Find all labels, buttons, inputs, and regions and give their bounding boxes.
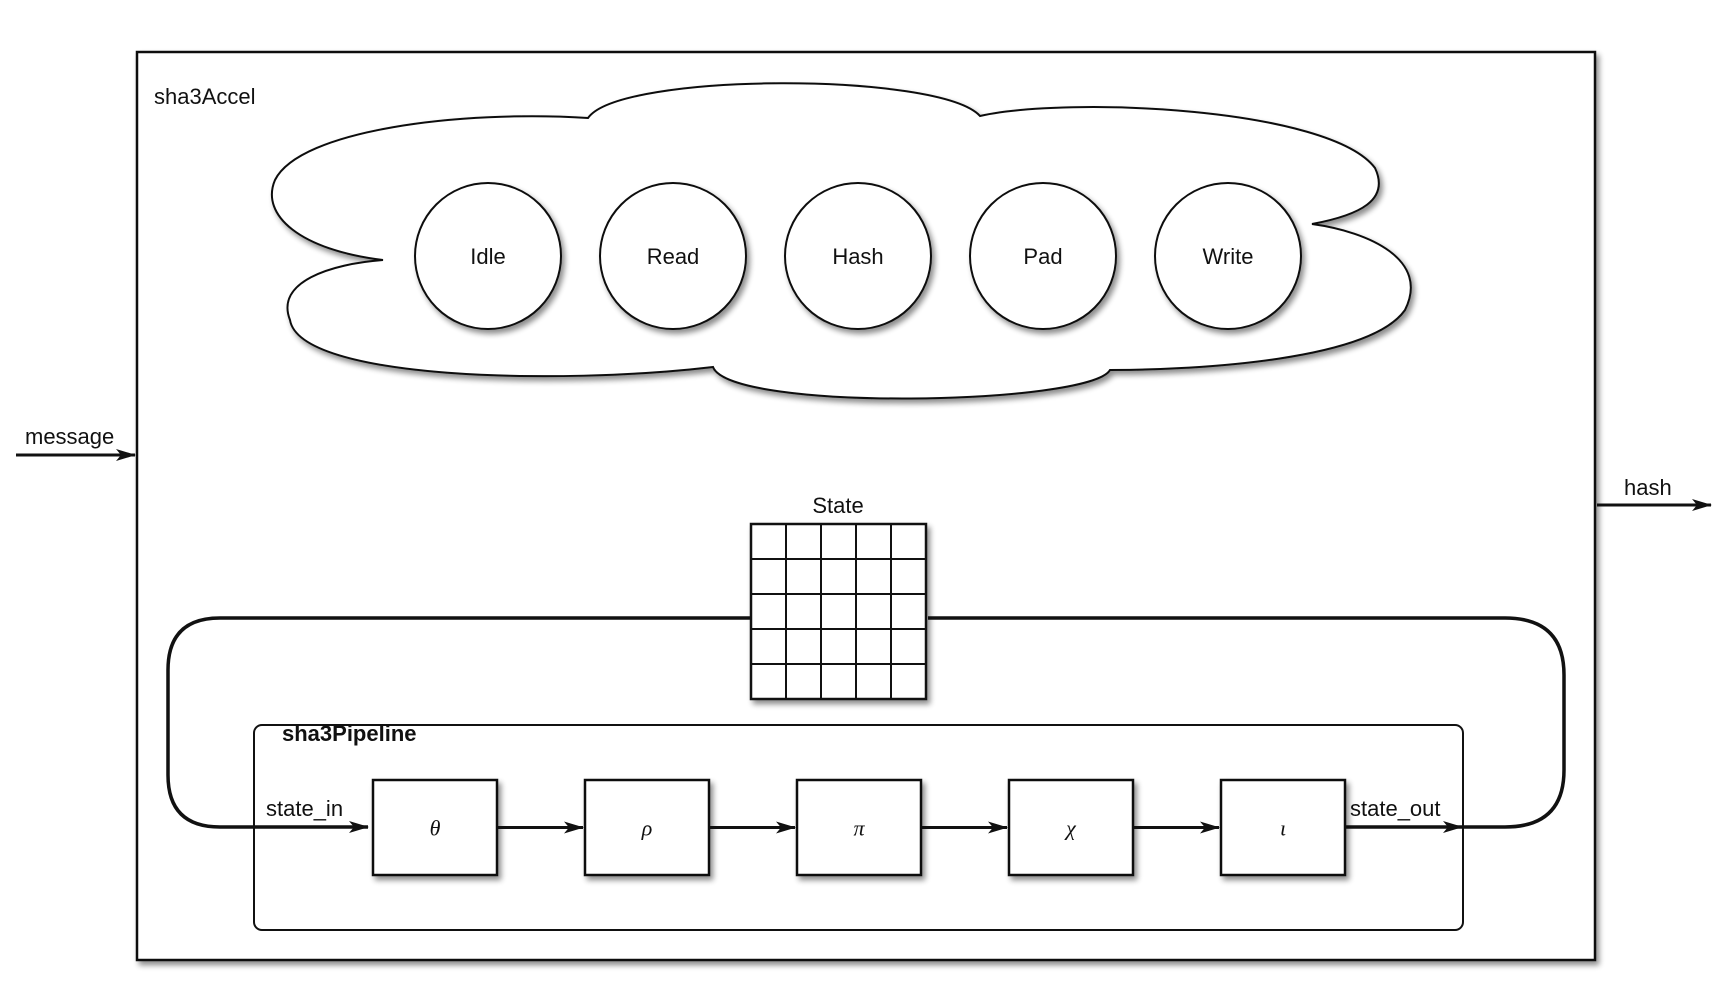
stage-chi-box [1007,778,1135,877]
sha3accel-label: sha3Accel [154,84,256,109]
state-out-label: state_out [1350,796,1441,821]
stage-rho-box [583,778,711,877]
svg-text:Idle: Idle [470,244,505,269]
state-idle: Idle [414,182,562,330]
stage-theta-label: θ [430,816,441,841]
message-label: message [25,424,114,449]
stage-chi-label: χ [1064,816,1077,841]
state-read: Read [599,182,747,330]
stage-pi-label: π [853,816,865,841]
state-return-loop [928,616,1566,829]
svg-text:Write: Write [1203,244,1254,269]
hash-label: hash [1624,475,1672,500]
stage-theta-box [371,778,499,877]
svg-text:Hash: Hash [832,244,883,269]
state-register-frame [749,522,928,701]
state-lane-cell [890,663,927,700]
state-register-grid [749,522,928,701]
stage-iota-label: ι [1280,816,1286,841]
state-register-label: State [812,493,863,518]
stage-pi-box [795,778,923,877]
sha3pipeline-block [253,724,1464,931]
svg-text:Pad: Pad [1023,244,1062,269]
stage-iota-box [1219,778,1347,877]
state-hash: Hash [784,182,932,330]
stage-rho-label: ρ [641,816,653,841]
sha3pipeline-label: sha3Pipeline [282,721,417,746]
svg-text:Read: Read [647,244,700,269]
state-pad: Pad [969,182,1117,330]
state-write: Write [1154,182,1302,330]
state-in-label: state_in [266,796,343,821]
state-feedback-loop [166,616,750,833]
